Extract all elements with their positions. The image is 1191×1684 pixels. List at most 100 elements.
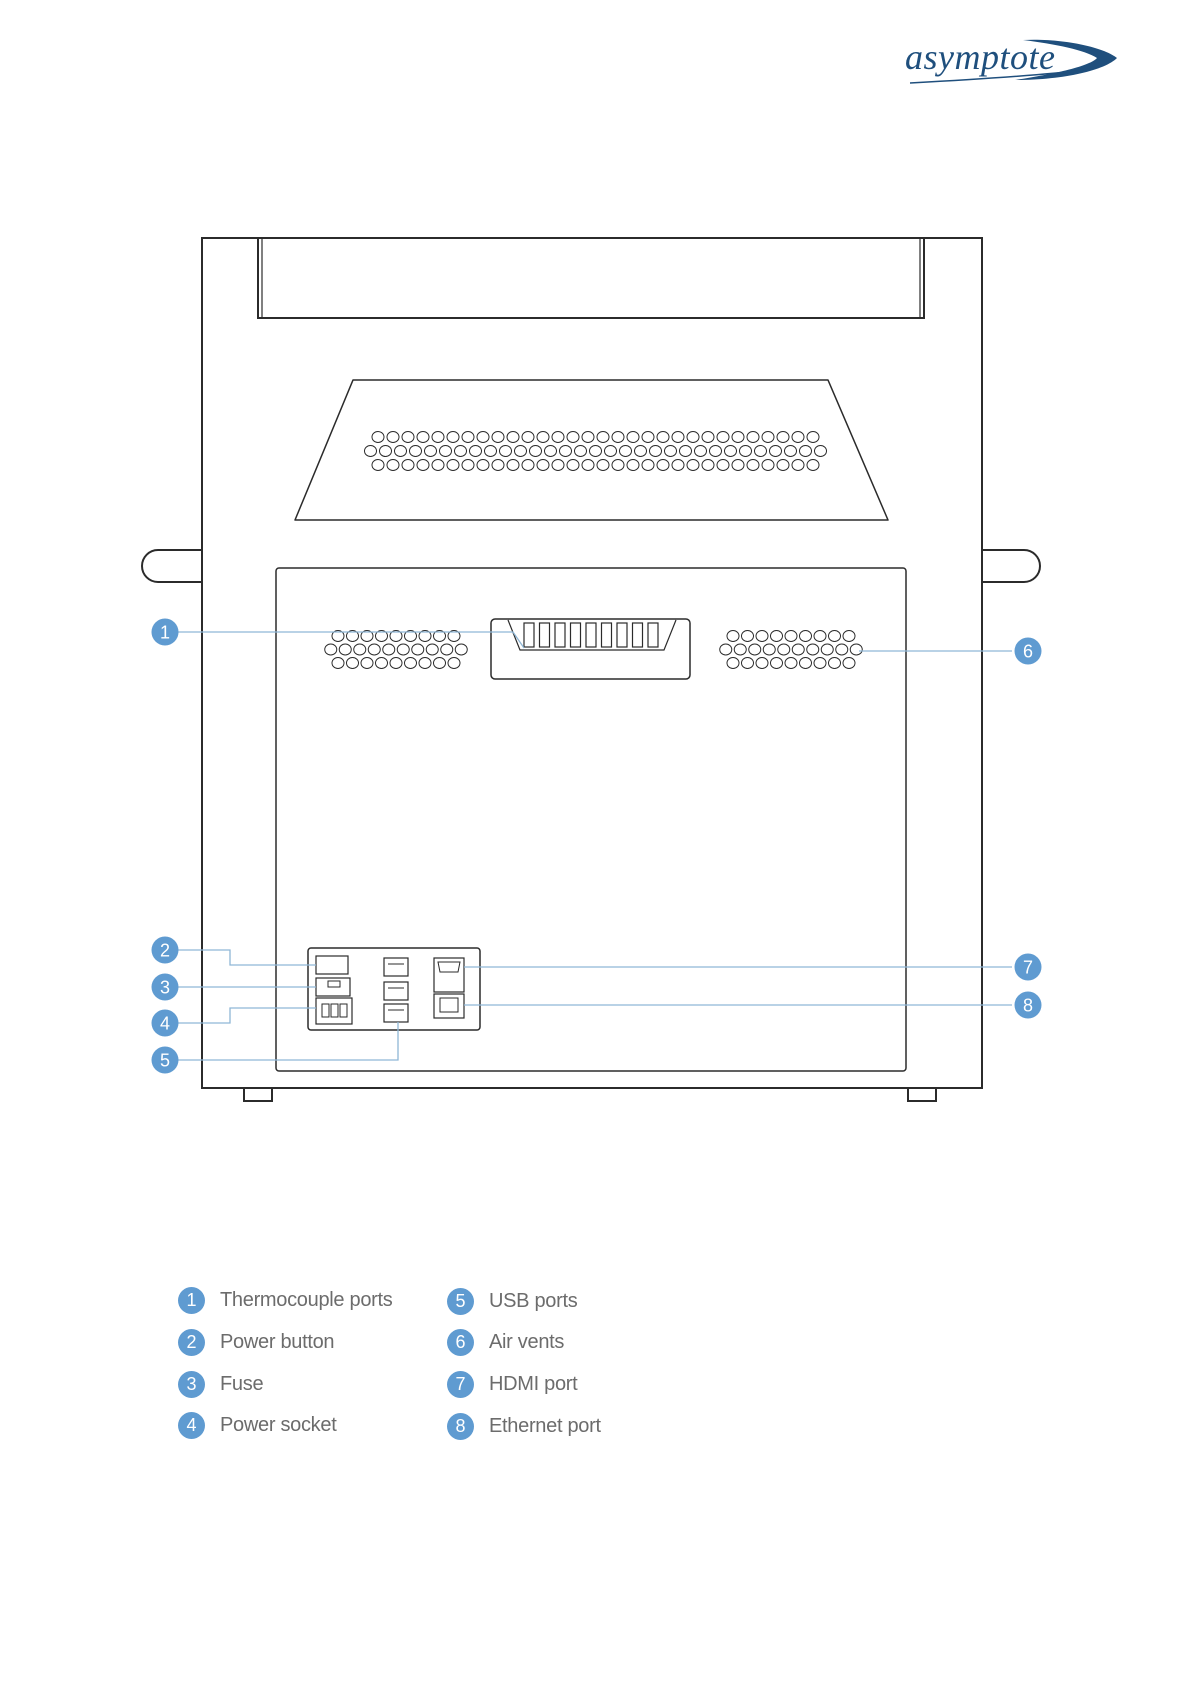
vent-hole xyxy=(552,432,564,443)
legend-badge: 7 xyxy=(447,1371,474,1398)
vent-hole xyxy=(397,644,409,655)
vent-hole xyxy=(814,658,826,669)
vent-hole xyxy=(727,658,739,669)
vent-hole xyxy=(732,432,744,443)
vent-hole xyxy=(762,432,774,443)
vent-hole xyxy=(687,460,699,471)
callout-number: 8 xyxy=(1023,996,1033,1016)
vent-hole xyxy=(368,644,380,655)
legend-item: 1 Thermocouple ports xyxy=(178,1287,392,1314)
vent-hole xyxy=(477,432,489,443)
vent-hole xyxy=(717,460,729,471)
vent-hole xyxy=(567,432,579,443)
callout-number: 4 xyxy=(160,1014,170,1034)
vent-hole xyxy=(635,446,647,457)
vent-hole xyxy=(777,432,789,443)
vent-hole xyxy=(455,446,467,457)
callout-badge-5: 5 xyxy=(152,1047,179,1074)
vent-hole xyxy=(770,446,782,457)
legend-badge: 5 xyxy=(447,1288,474,1315)
vent-hole xyxy=(657,460,669,471)
vent-hole xyxy=(402,460,414,471)
vent-hole xyxy=(777,460,789,471)
vent-hole xyxy=(785,446,797,457)
vent-hole xyxy=(792,460,804,471)
vent-hole xyxy=(807,432,819,443)
vent-hole xyxy=(492,432,504,443)
vent-hole xyxy=(756,658,768,669)
vent-hole xyxy=(642,460,654,471)
rear-panel xyxy=(276,568,906,1071)
vent-hole xyxy=(477,460,489,471)
vent-hole xyxy=(462,432,474,443)
callout-badge-2: 2 xyxy=(152,937,179,964)
vent-hole xyxy=(361,658,373,669)
vent-hole xyxy=(395,446,407,457)
vent-hole xyxy=(829,658,841,669)
vent-hole xyxy=(440,446,452,457)
vent-hole xyxy=(597,460,609,471)
usb-port-icon xyxy=(384,982,408,1000)
legend-label: Power button xyxy=(220,1331,334,1354)
legend-item: 2 Power button xyxy=(178,1329,334,1356)
vent-hole xyxy=(725,446,737,457)
vent-hole xyxy=(417,432,429,443)
callout-badge-1: 1 xyxy=(152,619,179,646)
vent-hole xyxy=(763,644,775,655)
vent-hole xyxy=(410,446,422,457)
vent-hole xyxy=(850,644,862,655)
vent-hole xyxy=(537,432,549,443)
vent-hole xyxy=(376,658,388,669)
vent-hole xyxy=(339,644,351,655)
vent-hole xyxy=(522,460,534,471)
legend-item: 6 Air vents xyxy=(447,1329,564,1356)
thermocouple-port xyxy=(540,623,550,647)
usb-port-icon xyxy=(384,1004,408,1022)
vent-hole xyxy=(800,446,812,457)
vent-hole xyxy=(441,644,453,655)
vent-hole xyxy=(354,644,366,655)
vent-hole xyxy=(792,644,804,655)
vent-hole xyxy=(702,432,714,443)
thermocouple-port xyxy=(648,623,658,647)
vent-hole xyxy=(380,446,392,457)
vent-hole xyxy=(800,658,812,669)
vent-hole xyxy=(507,460,519,471)
legend-badge: 6 xyxy=(447,1329,474,1356)
vent-hole xyxy=(567,460,579,471)
vent-hole xyxy=(447,432,459,443)
power-button-icon xyxy=(316,956,348,974)
legend-item: 7 HDMI port xyxy=(447,1371,577,1398)
vent-hole xyxy=(620,446,632,457)
vent-hole xyxy=(582,432,594,443)
legend-item: 4 Power socket xyxy=(178,1412,336,1439)
legend-item: 3 Fuse xyxy=(178,1371,263,1398)
callout-badge-7: 7 xyxy=(1015,954,1042,981)
vent-hole xyxy=(843,631,855,642)
vent-hole xyxy=(530,446,542,457)
callout-number: 6 xyxy=(1023,642,1033,662)
vent-hole xyxy=(425,446,437,457)
leader-lines xyxy=(178,632,1012,1060)
vent-hole xyxy=(582,460,594,471)
vent-hole xyxy=(695,446,707,457)
vent-hole xyxy=(485,446,497,457)
thermocouple-port xyxy=(555,623,565,647)
right-side-handle xyxy=(982,550,1040,582)
vent-hole xyxy=(742,658,754,669)
vent-hole xyxy=(387,460,399,471)
thermocouple-slots xyxy=(524,623,658,647)
vent-hole xyxy=(612,432,624,443)
usb-port-icon xyxy=(384,958,408,976)
legend-item: 5 USB ports xyxy=(447,1288,577,1315)
callout-number: 2 xyxy=(160,941,170,961)
vent-hole xyxy=(455,644,467,655)
device-body xyxy=(202,238,982,1088)
vent-hole xyxy=(672,460,684,471)
vent-hole xyxy=(412,644,424,655)
legend-label: Thermocouple ports xyxy=(220,1289,392,1312)
vent-hole xyxy=(597,432,609,443)
vent-hole xyxy=(383,644,395,655)
vent-hole xyxy=(843,658,855,669)
vent-hole xyxy=(807,460,819,471)
